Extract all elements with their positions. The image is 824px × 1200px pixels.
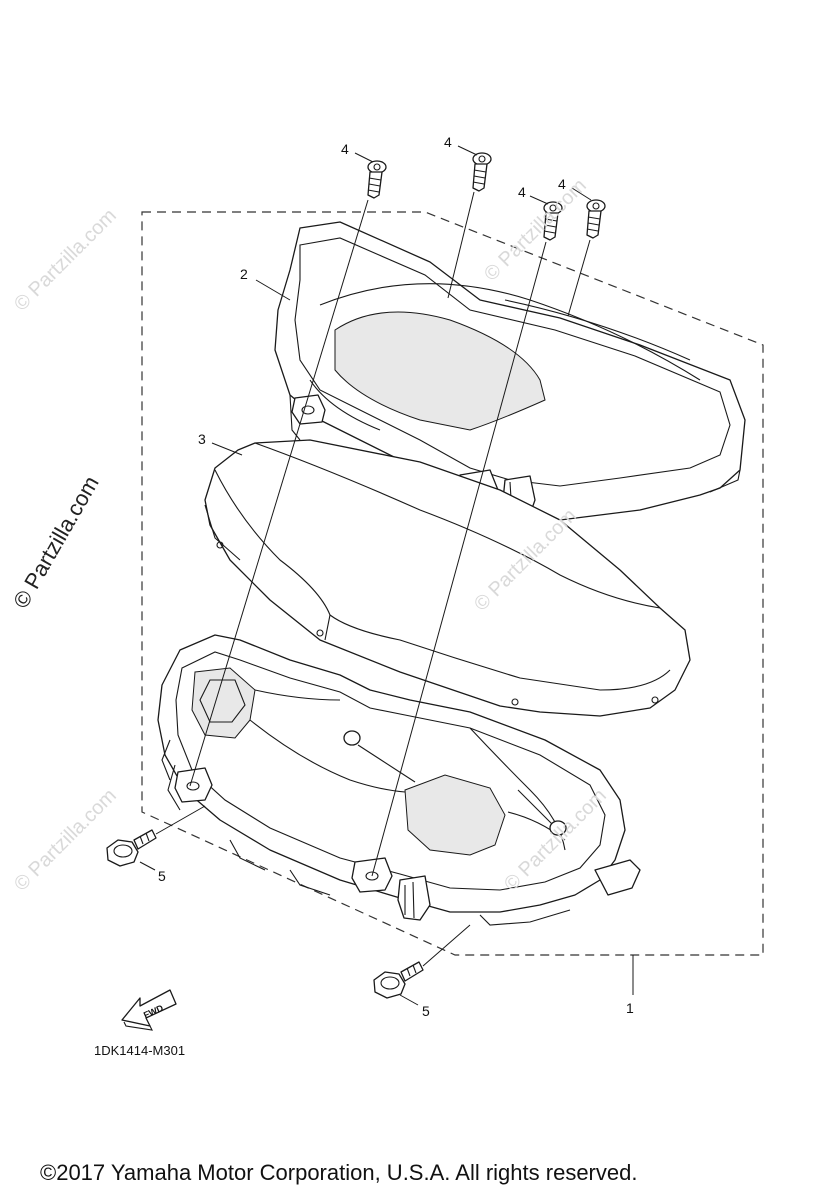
leader-4b xyxy=(457,145,478,156)
callout-4-d: 4 xyxy=(558,176,566,192)
leader-5b xyxy=(399,994,419,1006)
callout-2: 2 xyxy=(240,266,248,282)
fwd-arrow-icon: FWD xyxy=(121,989,177,1031)
callout-5-a: 5 xyxy=(158,868,166,884)
screw-4c xyxy=(543,201,563,241)
leader-4a xyxy=(354,152,374,163)
screw-4a xyxy=(367,160,387,199)
leader-3 xyxy=(211,442,243,456)
bolt-axis-line-5a xyxy=(155,805,206,835)
meter-assembly-part-1 xyxy=(157,634,641,926)
meter-cover-part-2 xyxy=(274,221,746,521)
callout-4-a: 4 xyxy=(341,141,349,157)
screw-axis-line-4a xyxy=(189,199,369,787)
callout-4-c: 4 xyxy=(518,184,526,200)
leader-2 xyxy=(255,279,291,301)
leader-4c xyxy=(529,195,549,205)
callout-4-b: 4 xyxy=(444,134,452,150)
bolt-axis-line-5b xyxy=(422,924,471,967)
screw-4d xyxy=(586,199,606,239)
copyright-notice: ©2017 Yamaha Motor Corporation, U.S.A. A… xyxy=(40,1160,638,1185)
bolt-5b xyxy=(373,961,424,999)
leader-4d xyxy=(571,187,592,201)
diagram-code: 1DK1414-M301 xyxy=(94,1043,186,1058)
screw-4b xyxy=(472,152,492,192)
leader-5a xyxy=(139,861,156,871)
screw-axis-line-4d xyxy=(567,239,591,317)
lens-part-3 xyxy=(204,439,691,717)
bolt-5a xyxy=(106,829,157,867)
screw-axis-line-4c xyxy=(371,241,547,877)
callout-3: 3 xyxy=(198,431,206,447)
assembly-boundary-dashed xyxy=(141,211,764,956)
screw-axis-line-4b xyxy=(447,191,475,299)
callout-5-b: 5 xyxy=(422,1003,430,1019)
callout-1: 1 xyxy=(626,1000,634,1016)
